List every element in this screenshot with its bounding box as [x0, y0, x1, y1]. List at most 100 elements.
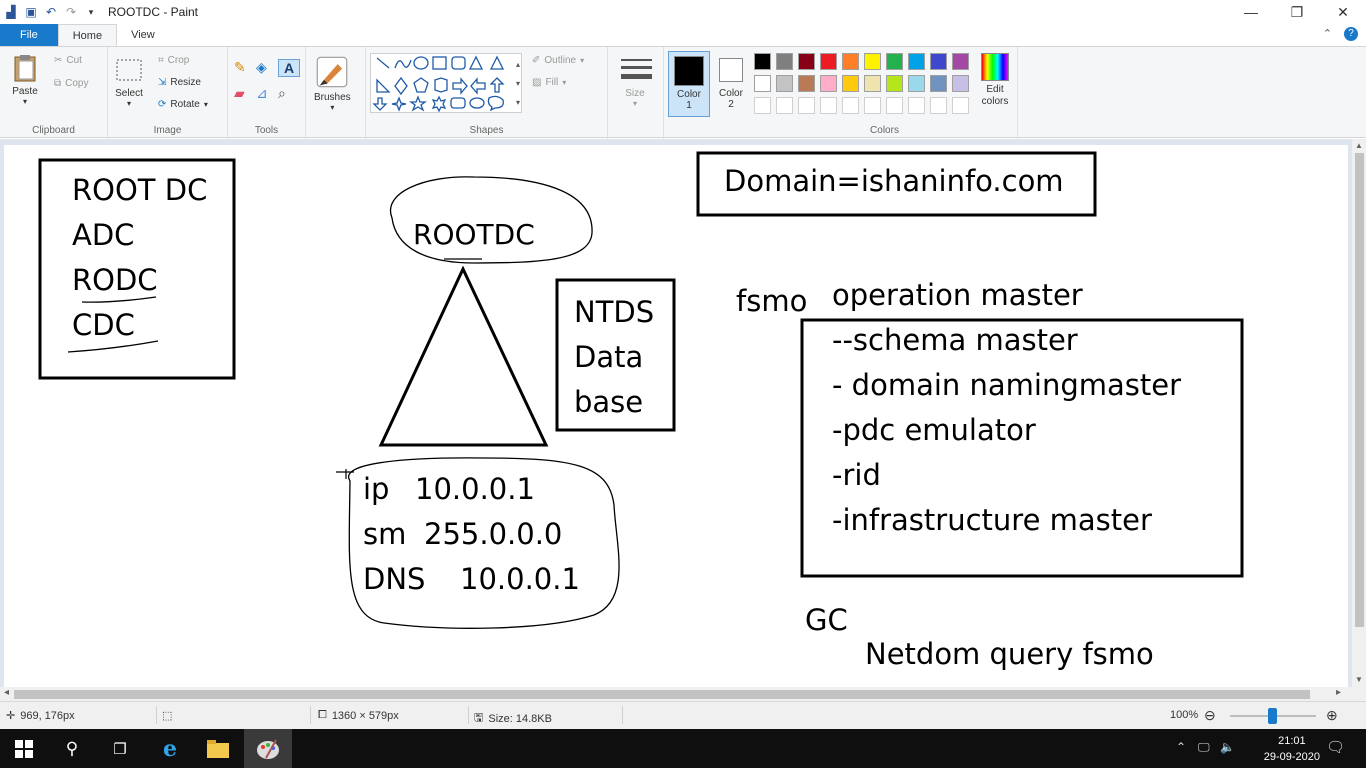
color-swatch[interactable]: [798, 53, 815, 70]
color-swatch[interactable]: [886, 53, 903, 70]
color-swatch[interactable]: [930, 53, 947, 70]
paste-dropdown-icon[interactable]: ▾: [22, 97, 27, 106]
color-swatch[interactable]: [842, 75, 859, 92]
search-icon[interactable]: ⚲: [65, 739, 79, 758]
color2-button[interactable]: Color 2: [712, 51, 750, 117]
drawing-canvas[interactable]: ROOT DC ADC RODC CDC ROOTDC NTDS Data ba…: [4, 145, 1348, 687]
file-explorer-icon[interactable]: [206, 737, 230, 761]
brushes-button[interactable]: Brushes ▾: [314, 55, 351, 112]
shapes-group-label: Shapes: [469, 125, 504, 136]
file-size: 🖫 Size: 14.8KB: [474, 709, 552, 728]
crop-button[interactable]: ⌗ Crop: [158, 55, 190, 66]
gc-label: GC: [805, 603, 848, 637]
tab-view[interactable]: View: [131, 29, 155, 41]
cut-button[interactable]: ✂ Cut: [54, 55, 82, 66]
scroll-right-icon[interactable]: ▸: [1336, 687, 1342, 698]
zoom-slider-thumb[interactable]: [1268, 708, 1277, 724]
color-swatch[interactable]: [930, 75, 947, 92]
color-swatch[interactable]: [886, 97, 903, 114]
tab-file[interactable]: File: [0, 24, 58, 46]
save-icon[interactable]: ▣: [25, 5, 37, 19]
tray-chevron-icon[interactable]: ⌃: [1176, 740, 1187, 754]
tab-home[interactable]: Home: [57, 24, 118, 46]
scroll-down-icon[interactable]: ▼: [1355, 675, 1363, 684]
ribbon-tabs: File Home View ⌃ ?: [0, 24, 1366, 46]
horizontal-scrollbar[interactable]: ◂ ▸: [0, 687, 1366, 701]
windows-start-icon[interactable]: [12, 737, 36, 761]
collapse-ribbon-icon[interactable]: ⌃: [1322, 28, 1332, 40]
color-swatch[interactable]: [908, 75, 925, 92]
close-icon[interactable]: ✕: [1337, 3, 1349, 20]
horizontal-scroll-thumb[interactable]: [14, 690, 1310, 699]
undo-icon[interactable]: ↶: [45, 5, 57, 19]
color-swatch[interactable]: [798, 75, 815, 92]
color-swatch[interactable]: [952, 75, 969, 92]
color-swatch[interactable]: [776, 75, 793, 92]
color-swatch[interactable]: [754, 53, 771, 70]
color-swatch[interactable]: [820, 75, 837, 92]
shapes-grid-icon[interactable]: [371, 54, 521, 113]
color-swatch[interactable]: [820, 53, 837, 70]
internet-explorer-icon[interactable]: e: [163, 736, 177, 762]
paste-button[interactable]: Paste ▾: [10, 53, 40, 106]
scroll-left-icon[interactable]: ◂: [4, 687, 10, 698]
shapes-scroll[interactable]: ▴▾▾: [516, 60, 521, 107]
color-swatch[interactable]: [776, 53, 793, 70]
resize-button[interactable]: ⇲ Resize: [158, 77, 201, 88]
copy-button[interactable]: ⧉ Copy: [54, 78, 89, 89]
notifications-icon[interactable]: 🗨: [1326, 739, 1346, 756]
paint-taskbar-icon[interactable]: [256, 737, 280, 761]
dns-value: 10.0.0.1: [460, 562, 580, 596]
color-swatch[interactable]: [886, 75, 903, 92]
color-swatch[interactable]: [776, 97, 793, 114]
color-swatch[interactable]: [908, 97, 925, 114]
outline-button[interactable]: ✐ Outline ▾: [532, 55, 585, 66]
color-swatch[interactable]: [864, 97, 881, 114]
vertical-scroll-thumb[interactable]: [1355, 153, 1364, 627]
color-swatch[interactable]: [864, 53, 881, 70]
edit-colors-button[interactable]: Edit colors: [976, 53, 1014, 108]
clipboard-group-label: Clipboard: [32, 125, 75, 136]
color-swatch[interactable]: [842, 53, 859, 70]
minimize-icon[interactable]: —: [1244, 4, 1258, 20]
ribbon: Paste ▾ ✂ Cut ⧉ Copy Clipboard Select ▾: [0, 46, 1366, 139]
color-picker-icon[interactable]: ⊿: [256, 85, 268, 101]
pencil-icon[interactable]: ✎: [234, 59, 246, 75]
select-button[interactable]: Select ▾: [114, 55, 144, 108]
color-swatch[interactable]: [754, 75, 771, 92]
volume-icon[interactable]: 🔈: [1220, 740, 1235, 754]
eraser-icon[interactable]: ▰: [234, 85, 245, 101]
system-clock[interactable]: 21:01 29-09-2020: [1263, 735, 1320, 763]
color-swatch[interactable]: [798, 97, 815, 114]
scroll-up-icon[interactable]: ▲: [1355, 141, 1363, 150]
fsmo-role-2: - domain namingmaster: [832, 368, 1182, 402]
rotate-button[interactable]: ⟳ Rotate ▾: [158, 99, 208, 110]
restore-icon[interactable]: ❐: [1290, 3, 1304, 20]
fill-bucket-icon[interactable]: ◈: [256, 59, 267, 75]
network-icon[interactable]: 🖵: [1198, 740, 1210, 754]
select-dropdown-icon[interactable]: ▾: [126, 99, 131, 108]
color-swatch[interactable]: [820, 97, 837, 114]
redo-icon[interactable]: ↷: [65, 5, 77, 19]
task-view-icon[interactable]: ❐: [113, 741, 127, 758]
color-swatch[interactable]: [930, 97, 947, 114]
color-swatch[interactable]: [908, 53, 925, 70]
color-swatch[interactable]: [952, 53, 969, 70]
size-button[interactable]: Size ▾: [618, 55, 652, 108]
text-icon[interactable]: A: [278, 59, 300, 77]
color-swatch[interactable]: [842, 97, 859, 114]
color-swatch[interactable]: [864, 75, 881, 92]
color-swatch[interactable]: [952, 97, 969, 114]
help-icon[interactable]: ?: [1344, 27, 1358, 41]
left-box: [38, 158, 236, 380]
color1-button[interactable]: Color 1: [668, 51, 710, 117]
zoom-in-icon[interactable]: ⊕: [1326, 707, 1338, 723]
zoom-out-icon[interactable]: ⊖: [1204, 707, 1216, 723]
color-swatch[interactable]: [754, 97, 771, 114]
vertical-scrollbar[interactable]: ▲ ▼: [1352, 139, 1366, 687]
scissors-icon: ✂: [54, 55, 63, 66]
fill-button[interactable]: ▨ Fill ▾: [532, 77, 567, 88]
magnifier-icon[interactable]: ⌕: [278, 85, 286, 101]
customize-toolbar-icon[interactable]: ▾: [88, 7, 94, 17]
